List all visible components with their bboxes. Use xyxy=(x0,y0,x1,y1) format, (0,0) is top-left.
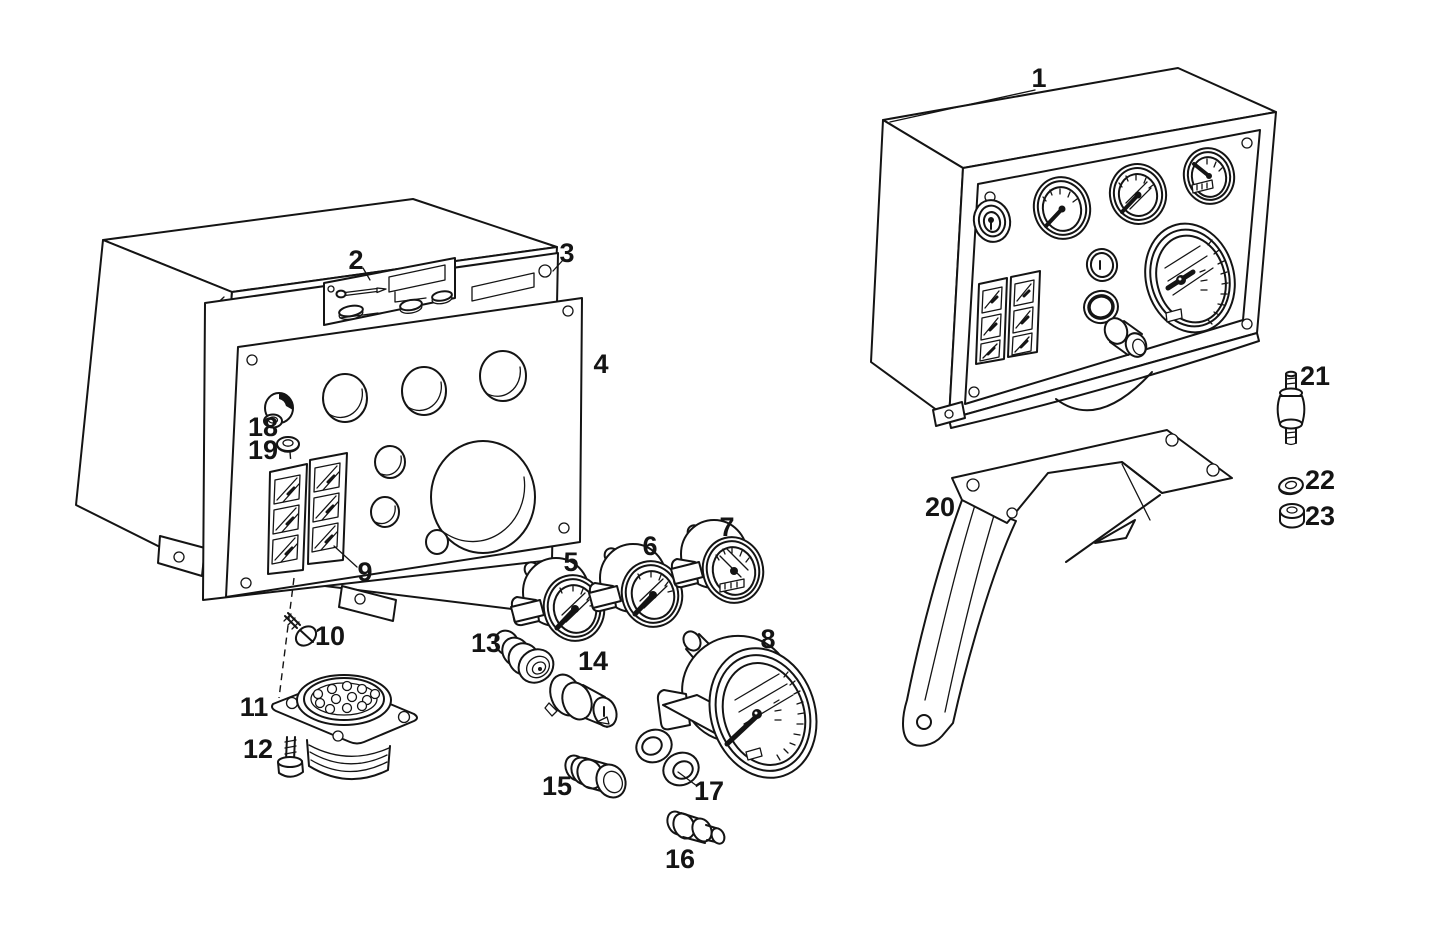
callout-8: 8 xyxy=(760,624,775,654)
callout-14: 14 xyxy=(578,646,608,676)
panel-ring xyxy=(1083,289,1119,325)
callouts: 1 2 3 4 5 6 7 8 9 10 11 12 13 14 15 16 1… xyxy=(240,63,1335,874)
sender-14 xyxy=(544,673,618,728)
washer-19 xyxy=(276,436,300,453)
panel-gauge-small-3 xyxy=(1182,147,1236,205)
callout-5: 5 xyxy=(563,547,578,577)
front-panel-4 xyxy=(225,297,583,699)
callout-7: 7 xyxy=(719,512,734,542)
callout-16: 16 xyxy=(665,844,695,874)
mounting-bracket-20 xyxy=(902,429,1233,747)
callout-1: 1 xyxy=(1031,63,1046,93)
bulb-16 xyxy=(666,810,726,845)
callout-15: 15 xyxy=(542,771,572,801)
callout-13: 13 xyxy=(471,628,501,658)
damper-21 xyxy=(1276,370,1306,446)
gauge-8 xyxy=(656,630,818,779)
bulb-18 xyxy=(263,392,294,429)
panel-speedometer xyxy=(1144,222,1236,334)
callout-22: 22 xyxy=(1305,465,1335,495)
callout-17: 17 xyxy=(694,776,724,806)
washer-22 xyxy=(1278,476,1304,496)
callout-20: 20 xyxy=(925,492,955,522)
gauge-6 xyxy=(588,543,684,628)
callout-21: 21 xyxy=(1300,361,1330,391)
nut-23 xyxy=(1279,503,1305,529)
panel-indicator-lights xyxy=(975,270,1041,365)
screw-12 xyxy=(277,736,304,778)
gauge-5 xyxy=(510,557,606,642)
callout-9: 9 xyxy=(357,557,372,587)
panel-button xyxy=(1085,248,1119,282)
socket-15 xyxy=(564,754,627,799)
screw-10 xyxy=(283,612,318,647)
indicator-panel-9 xyxy=(267,452,348,575)
gauge-7 xyxy=(670,519,765,604)
panel-gauge-small-2 xyxy=(1108,163,1168,225)
panel-knob xyxy=(1103,317,1148,358)
connector-11 xyxy=(271,674,418,780)
panel-gauge-small-1 xyxy=(1032,176,1092,240)
callout-18: 18 xyxy=(248,412,278,442)
callout-10: 10 xyxy=(315,621,345,651)
callout-11: 11 xyxy=(240,692,269,722)
assembled-panel-1 xyxy=(870,67,1277,429)
callout-2: 2 xyxy=(348,245,363,275)
callout-23: 23 xyxy=(1305,501,1335,531)
callout-4: 4 xyxy=(593,349,608,379)
clamp-17 xyxy=(635,728,700,787)
leader-lines xyxy=(333,89,1036,787)
key-switch xyxy=(972,199,1012,243)
callout-19: 19 xyxy=(248,435,278,465)
callout-6: 6 xyxy=(642,531,657,561)
bracket-plate-2 xyxy=(323,257,456,326)
callout-3: 3 xyxy=(559,238,574,268)
callout-12: 12 xyxy=(243,734,273,764)
socket-13 xyxy=(494,629,555,684)
